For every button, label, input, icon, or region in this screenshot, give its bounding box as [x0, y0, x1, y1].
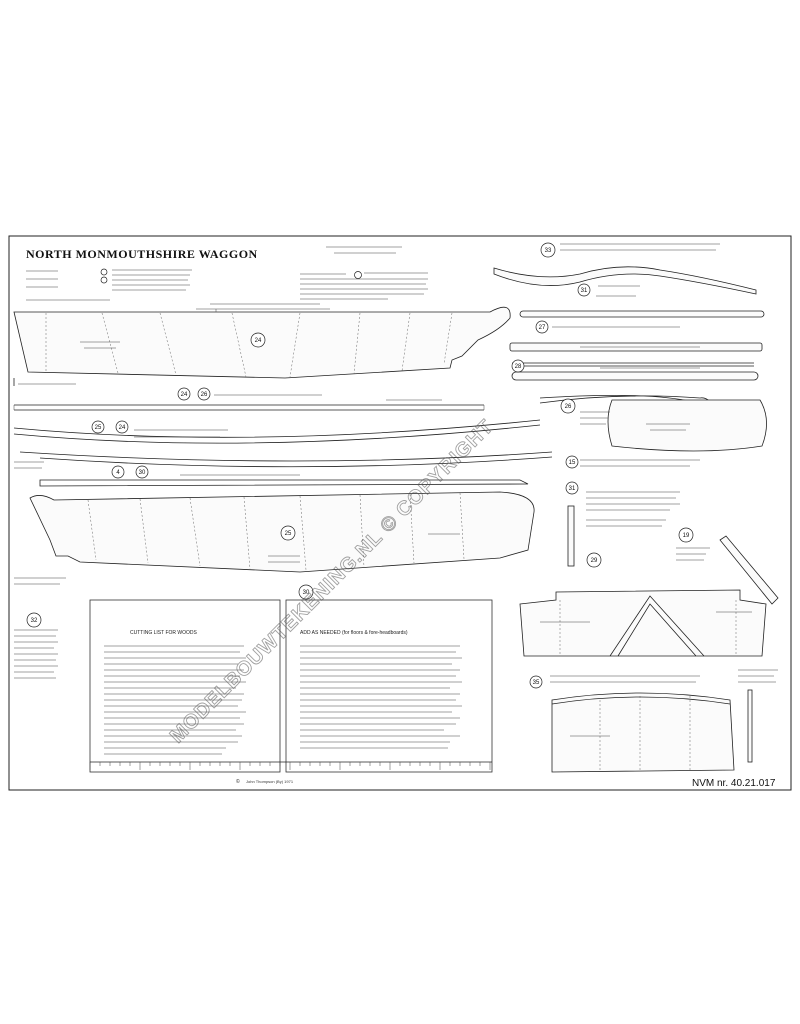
svg-text:24: 24 [181, 392, 188, 398]
copyright-symbol: © [236, 778, 240, 785]
add-list-box: ADD AS NEEDED (for floors & fore-headboa… [285, 599, 493, 773]
part-markers: 24 24 26 25 24 4 30 25 30 32 33 31 27 28… [26, 242, 694, 689]
right-parts [493, 243, 779, 605]
part-marker: 29 [586, 552, 602, 568]
part-marker: 33 [540, 242, 556, 258]
svg-text:33: 33 [545, 248, 552, 254]
assembly-notes [300, 246, 428, 300]
svg-text:26: 26 [201, 392, 208, 398]
add-list-heading: ADD AS NEEDED (for floors & fore-headboa… [300, 630, 408, 636]
key-block [26, 268, 192, 301]
part-marker: 24 [250, 332, 266, 348]
svg-text:29: 29 [591, 558, 598, 564]
part-marker: 32 [26, 612, 42, 628]
cutting-list-heading: CUTTING LIST FOR WOODS [130, 630, 198, 636]
drawing-title: NORTH MONMOUTHSHIRE WAGGON [26, 247, 258, 261]
part-marker: 30 [298, 584, 314, 600]
part-marker: 24 [115, 420, 129, 434]
part-marker: 4 [111, 465, 125, 479]
svg-text:26: 26 [565, 404, 572, 410]
part-marker: 24 [177, 387, 191, 401]
svg-text:35: 35 [533, 680, 540, 686]
svg-text:15: 15 [569, 460, 576, 466]
svg-text:31: 31 [581, 288, 588, 294]
svg-text:28: 28 [515, 364, 522, 370]
part-marker: 25 [91, 420, 105, 434]
part-marker: 30 [135, 465, 149, 479]
part-marker: 27 [535, 320, 549, 334]
cutting-list-box: CUTTING LIST FOR WOODS [89, 599, 281, 773]
svg-text:25: 25 [95, 425, 102, 431]
tailboard [519, 589, 767, 657]
part-marker: 25 [280, 525, 296, 541]
sheet-border [8, 235, 792, 791]
long-rails [13, 394, 553, 487]
part-marker: 19 [678, 527, 694, 543]
reference-number: NVM nr. 40.21.017 [692, 778, 776, 789]
part-marker: 26 [560, 398, 576, 414]
svg-text:30: 30 [139, 470, 146, 476]
part-marker: 15 [565, 455, 579, 469]
svg-text:19: 19 [683, 533, 690, 539]
scale-ruler [89, 761, 492, 770]
part-marker: 28 [511, 359, 525, 373]
left-note [14, 629, 58, 679]
side-board-lower [14, 491, 535, 585]
svg-text:32: 32 [31, 618, 38, 624]
svg-text:25: 25 [285, 531, 292, 537]
svg-text:24: 24 [255, 338, 262, 344]
publisher-credit: John Thompson (By) 1971 [246, 779, 294, 784]
svg-text:30: 30 [303, 590, 310, 596]
svg-text:27: 27 [539, 325, 546, 331]
part-marker: 31 [577, 283, 591, 297]
svg-text:4: 4 [116, 470, 120, 476]
headboard [550, 669, 778, 773]
part-marker: 31 [565, 481, 579, 495]
svg-text:31: 31 [569, 486, 576, 492]
part-marker: 26 [197, 387, 211, 401]
svg-text:24: 24 [119, 425, 126, 431]
part-marker: 35 [529, 675, 543, 689]
